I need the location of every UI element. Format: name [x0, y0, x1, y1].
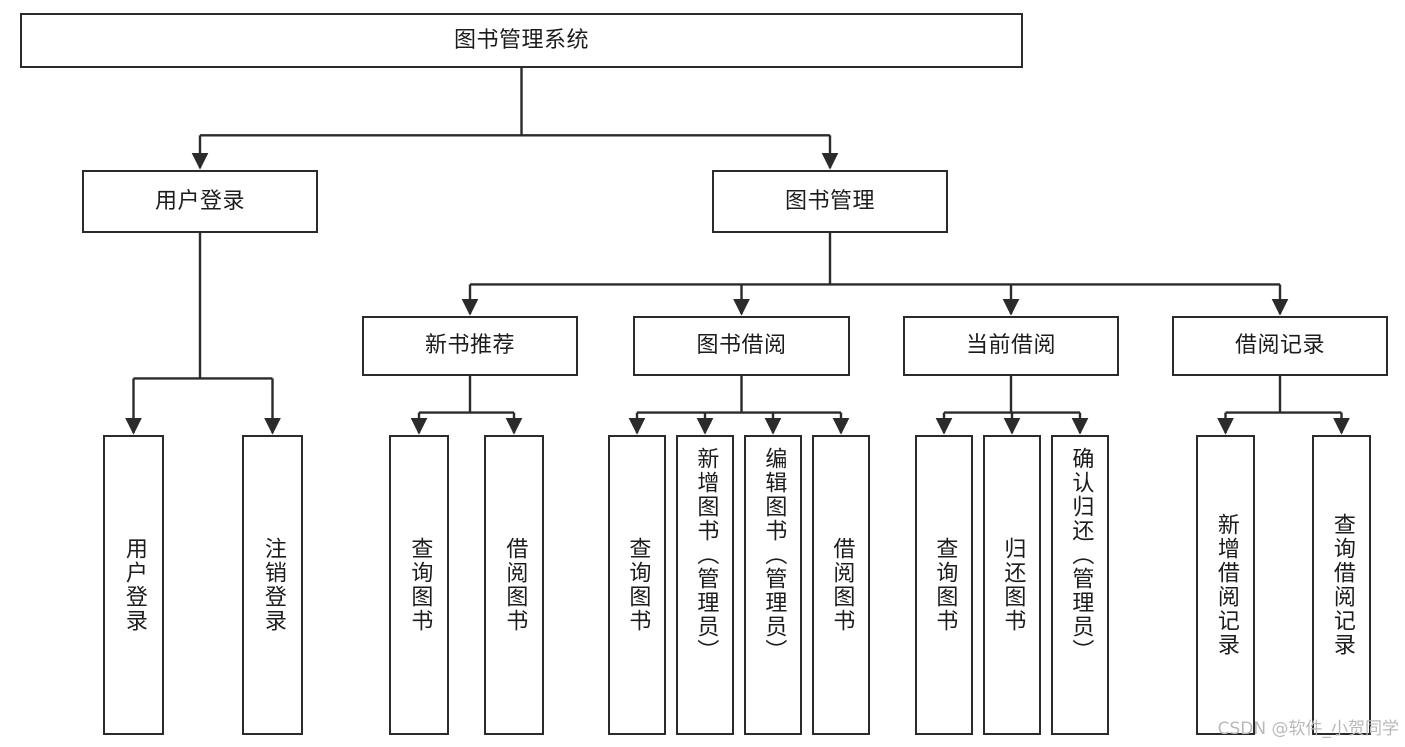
node-leaf-add-record[interactable]: 新增借阅记录: [1196, 435, 1255, 735]
node-leaf-query-record-label: 查询借阅记录: [1329, 513, 1355, 657]
node-leaf-confirm-return-label: 确认归还（管理员）: [1068, 447, 1094, 663]
node-new-book-rec-label: 新书推荐: [424, 333, 515, 359]
node-leaf-add-record-label: 新增借阅记录: [1213, 513, 1239, 657]
node-leaf-query-book-1-label: 查询图书: [407, 537, 433, 633]
node-user-login[interactable]: 用户登录: [82, 170, 318, 233]
node-leaf-borrow-book-1-label: 借阅图书: [502, 537, 528, 633]
node-leaf-return-book[interactable]: 归还图书: [983, 435, 1041, 735]
node-book-borrow-label: 图书借阅: [696, 333, 787, 359]
node-leaf-add-book-label: 新增图书（管理员）: [693, 447, 719, 663]
node-root[interactable]: 图书管理系统: [20, 13, 1023, 68]
node-leaf-query-book-1[interactable]: 查询图书: [389, 435, 449, 735]
node-user-login-label: 用户登录: [154, 188, 245, 214]
node-current-borrow[interactable]: 当前借阅: [903, 316, 1119, 376]
node-leaf-user-login[interactable]: 用户登录: [103, 435, 164, 735]
node-leaf-query-book-3[interactable]: 查询图书: [915, 435, 973, 735]
node-book-manage-label: 图书管理: [784, 188, 875, 214]
node-leaf-user-logout[interactable]: 注销登录: [242, 435, 303, 735]
node-leaf-borrow-book-1[interactable]: 借阅图书: [484, 435, 544, 735]
node-new-book-rec[interactable]: 新书推荐: [362, 316, 578, 376]
node-borrow-record-label: 借阅记录: [1234, 333, 1325, 359]
node-leaf-return-book-label: 归还图书: [1000, 537, 1026, 633]
node-leaf-user-logout-label: 注销登录: [260, 537, 286, 633]
node-leaf-borrow-book-2[interactable]: 借阅图书: [812, 435, 870, 735]
node-book-borrow[interactable]: 图书借阅: [633, 316, 850, 376]
node-leaf-edit-book-label: 编辑图书（管理员）: [761, 447, 787, 663]
node-book-manage[interactable]: 图书管理: [712, 170, 948, 233]
node-leaf-query-book-2-label: 查询图书: [625, 537, 651, 633]
node-leaf-borrow-book-2-label: 借阅图书: [829, 537, 855, 633]
watermark-label: CSDN @软件_小贺同学: [1217, 719, 1399, 739]
node-current-borrow-label: 当前借阅: [965, 333, 1056, 359]
node-leaf-query-record[interactable]: 查询借阅记录: [1312, 435, 1371, 735]
node-leaf-confirm-return[interactable]: 确认归还（管理员）: [1051, 435, 1109, 735]
node-leaf-query-book-3-label: 查询图书: [932, 537, 958, 633]
node-leaf-query-book-2[interactable]: 查询图书: [608, 435, 666, 735]
node-leaf-add-book[interactable]: 新增图书（管理员）: [676, 435, 734, 735]
node-leaf-edit-book[interactable]: 编辑图书（管理员）: [744, 435, 802, 735]
node-leaf-user-login-label: 用户登录: [121, 537, 147, 633]
node-borrow-record[interactable]: 借阅记录: [1172, 316, 1388, 376]
node-root-label: 图书管理系统: [453, 27, 589, 53]
